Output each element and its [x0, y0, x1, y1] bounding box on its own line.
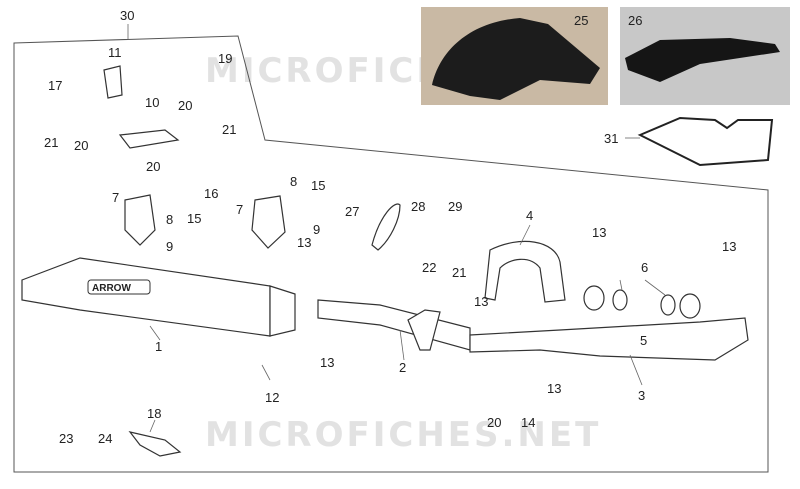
callout-13: 13 [320, 355, 334, 370]
callout-12: 12 [265, 390, 279, 405]
heat-shield-shape [625, 38, 780, 82]
callout-25: 25 [574, 13, 588, 28]
flange-5a [583, 285, 605, 311]
decal-31 [637, 116, 774, 167]
callout-26: 26 [628, 13, 642, 28]
callout-1: 1 [155, 339, 162, 354]
callout-15: 15 [187, 211, 201, 226]
gasket-6b [660, 294, 676, 316]
callout-2: 2 [399, 360, 406, 375]
clamp-11 [103, 65, 123, 99]
callout-9: 9 [166, 239, 173, 254]
callout-20: 20 [178, 98, 192, 113]
callout-31: 31 [604, 131, 618, 146]
callout-21: 21 [44, 135, 58, 150]
bracket-22 [407, 309, 441, 351]
callout-20: 20 [74, 138, 88, 153]
callout-28: 28 [411, 199, 425, 214]
callout-13: 13 [547, 381, 561, 396]
muffler-1: ARROW [21, 257, 296, 337]
callout-3: 3 [638, 388, 645, 403]
strap-27 [371, 203, 401, 251]
header-pipe-4 [484, 240, 566, 303]
header-pipe-3 [469, 317, 749, 361]
arrow-logo-badge [87, 279, 151, 295]
callout-13: 13 [297, 235, 311, 250]
callout-17: 17 [48, 78, 62, 93]
callout-13: 13 [722, 239, 736, 254]
callout-29: 29 [448, 199, 462, 214]
callout-7: 7 [112, 190, 119, 205]
callout-13: 13 [474, 294, 488, 309]
bracket-10 [118, 129, 180, 149]
callout-21: 21 [452, 265, 466, 280]
callout-8: 8 [166, 212, 173, 227]
bracket-7a [124, 194, 156, 246]
parts-frame [13, 35, 769, 473]
callout-27: 27 [345, 204, 359, 219]
bracket-7b [251, 195, 286, 249]
callout-4: 4 [526, 208, 533, 223]
callout-14: 14 [521, 415, 535, 430]
callout-16: 16 [204, 186, 218, 201]
callout-15: 15 [311, 178, 325, 193]
callout-19: 19 [218, 51, 232, 66]
callout-10: 10 [145, 95, 159, 110]
callout-21: 21 [222, 122, 236, 137]
callout-18: 18 [147, 406, 161, 421]
fender-shape [432, 18, 600, 100]
callout-30: 30 [120, 8, 134, 23]
callout-6: 6 [641, 260, 648, 275]
callout-8: 8 [290, 174, 297, 189]
callout-labels: 30 11 19 17 10 20 21 21 20 20 16 8 15 7 … [44, 8, 736, 446]
callout-24: 24 [98, 431, 112, 446]
callout-20: 20 [487, 415, 501, 430]
callout-13: 13 [592, 225, 606, 240]
callout-9: 9 [313, 222, 320, 237]
support-18 [128, 431, 182, 457]
watermark-bottom: MICROFICHES.NET [205, 415, 601, 455]
callout-20: 20 [146, 159, 160, 174]
arrow-logo-text: ARROW [92, 283, 131, 294]
callout-11: 11 [108, 45, 122, 60]
link-pipe-2 [317, 299, 471, 351]
callout-5: 5 [640, 333, 647, 348]
flange-5b [679, 293, 701, 319]
callout-7: 7 [236, 202, 243, 217]
gasket-6a [612, 289, 628, 311]
callout-22: 22 [422, 260, 436, 275]
callout-23: 23 [59, 431, 73, 446]
leader-lines [149, 224, 666, 433]
